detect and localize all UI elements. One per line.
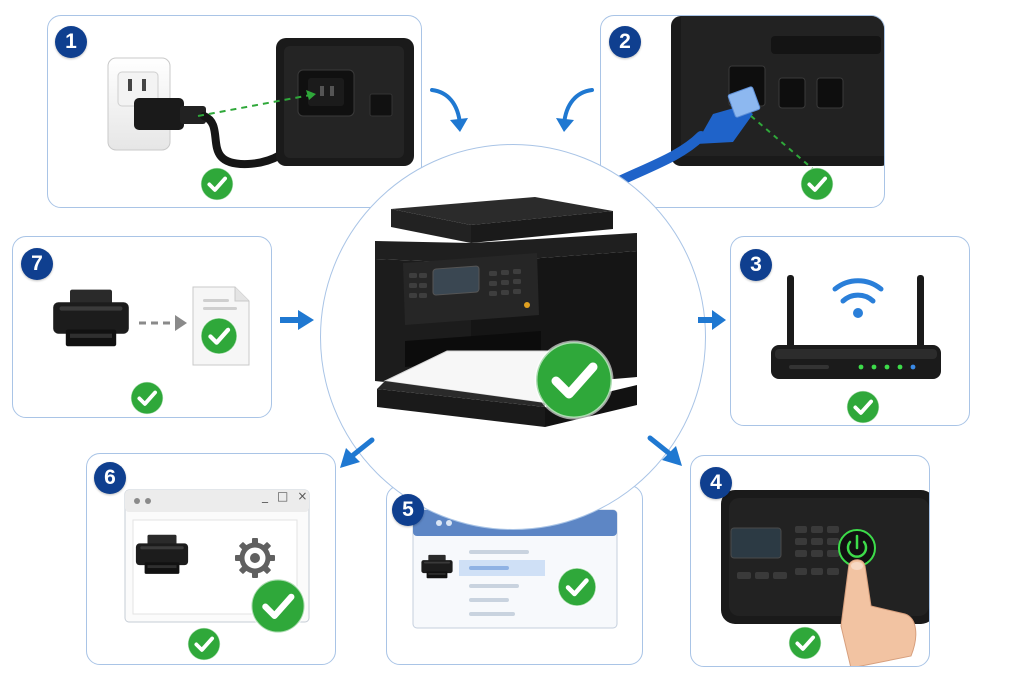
step-6-check-icon <box>187 627 221 661</box>
power-cable-illustration <box>107 38 414 169</box>
step-1-badge: 1 <box>55 26 87 58</box>
power-button-illustration <box>721 490 929 666</box>
arrow-2-to-center <box>556 88 594 132</box>
arrow-center-to-6 <box>340 437 375 468</box>
step-7-badge: 7 <box>21 248 53 280</box>
ethernet-cable-illustration <box>608 16 884 189</box>
step-2-card <box>600 15 885 208</box>
wifi-icon <box>832 278 884 304</box>
minimize-icon[interactable]: _ <box>262 489 268 503</box>
step-4-card <box>690 455 930 667</box>
step-6-card <box>86 453 336 665</box>
arrow-center-to-3 <box>698 310 726 330</box>
gear-icon <box>235 538 275 578</box>
step-3-badge: 3 <box>740 249 772 281</box>
step-5-check-icon <box>557 567 597 607</box>
printer-icon <box>375 197 637 427</box>
center-printer-circle <box>320 144 706 530</box>
wifi-router-illustration <box>771 275 941 379</box>
maximize-icon[interactable]: □ <box>277 489 289 503</box>
step-2-badge: 2 <box>609 26 641 58</box>
center-check-icon <box>534 340 614 420</box>
window-controls: _ □ × <box>262 489 307 503</box>
step-4-badge: 4 <box>700 467 732 499</box>
step-1-check-icon <box>200 167 234 201</box>
step-1-card <box>47 15 422 208</box>
step-6-large-check-icon <box>250 578 306 634</box>
step-5-badge: 5 <box>392 494 424 526</box>
step-6-badge: 6 <box>94 462 126 494</box>
close-icon[interactable]: × <box>297 489 308 503</box>
step-7-check-icon <box>130 381 164 415</box>
step-4-check-icon <box>788 626 822 660</box>
arrow-1-to-center <box>430 88 468 132</box>
step-7-document-check-icon <box>200 317 238 355</box>
arrow-7-to-center <box>280 310 314 330</box>
arrow-center-to-4 <box>647 435 682 466</box>
step-2-check-icon <box>800 167 834 201</box>
step-3-check-icon <box>846 390 880 424</box>
